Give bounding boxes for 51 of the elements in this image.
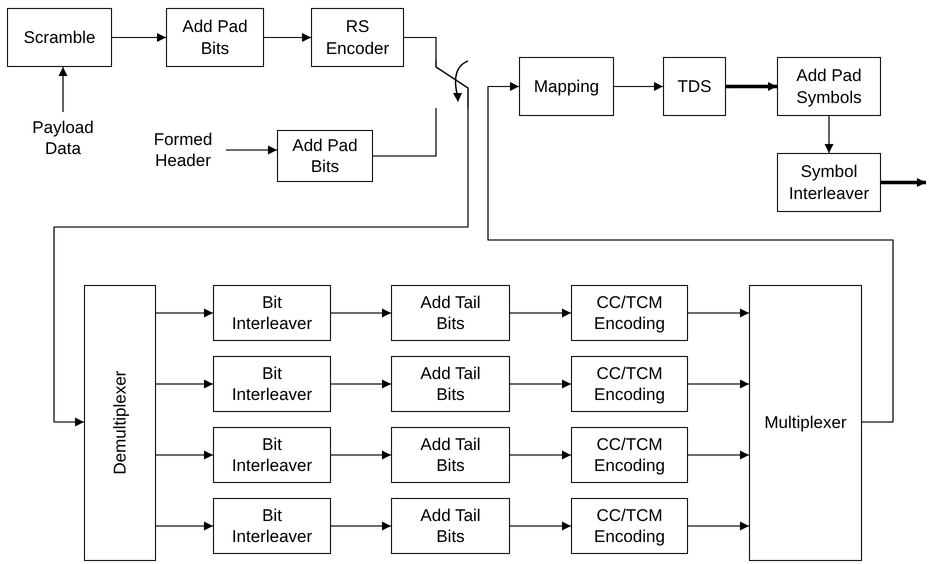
arrow <box>331 522 391 530</box>
arrow <box>404 36 437 60</box>
arrow <box>688 450 749 460</box>
process-box: Add Pad Symbols <box>777 57 881 116</box>
process-box: Scramble <box>7 8 112 67</box>
process-box: TDS <box>663 57 726 116</box>
arrow <box>331 450 391 460</box>
arrow <box>487 82 894 423</box>
process-box: Add Pad Bits <box>277 130 373 182</box>
arrow <box>614 82 663 91</box>
process-box: Add Tail Bits <box>391 285 510 341</box>
arrow <box>688 308 749 318</box>
arrow <box>156 450 213 460</box>
arrow <box>510 380 571 388</box>
process-box: Symbol Interleaver <box>777 153 881 212</box>
arrow <box>688 522 749 530</box>
process-box: Multiplexer <box>749 285 862 561</box>
arrow <box>331 380 391 388</box>
process-box: Add Tail Bits <box>391 356 510 412</box>
arrow <box>688 380 749 388</box>
process-box: CC/TCM Encoding <box>571 498 688 554</box>
process-box: CC/TCM Encoding <box>571 356 688 412</box>
arrow <box>264 33 311 42</box>
process-box: Mapping <box>519 57 614 116</box>
process-box: RS Encoder <box>311 8 404 67</box>
process-box: Bit Interleaver <box>213 285 331 341</box>
arrow <box>156 522 213 530</box>
process-box: Bit Interleaver <box>213 356 331 412</box>
arrow <box>156 308 213 318</box>
arrow <box>156 380 213 388</box>
input-label: Payload Data <box>18 112 108 164</box>
arrow <box>112 33 166 42</box>
arrow <box>726 82 777 91</box>
arrow <box>881 178 926 187</box>
arrow <box>824 116 834 153</box>
arrow <box>510 450 571 460</box>
process-box: Bit Interleaver <box>213 427 331 483</box>
process-box: CC/TCM Encoding <box>571 427 688 483</box>
arrow <box>510 522 571 530</box>
process-box: CC/TCM Encoding <box>571 285 688 341</box>
input-label: Formed Header <box>140 126 226 174</box>
arrow <box>58 67 68 112</box>
process-box: Demultiplexer <box>84 285 156 561</box>
process-box: Add Tail Bits <box>391 427 510 483</box>
process-box: Add Pad Bits <box>166 8 264 67</box>
arrow <box>510 308 571 318</box>
arrow <box>331 308 391 318</box>
arrow <box>226 146 277 154</box>
process-box: Bit Interleaver <box>213 498 331 554</box>
process-box: Add Tail Bits <box>391 498 510 554</box>
arrow <box>53 108 469 426</box>
